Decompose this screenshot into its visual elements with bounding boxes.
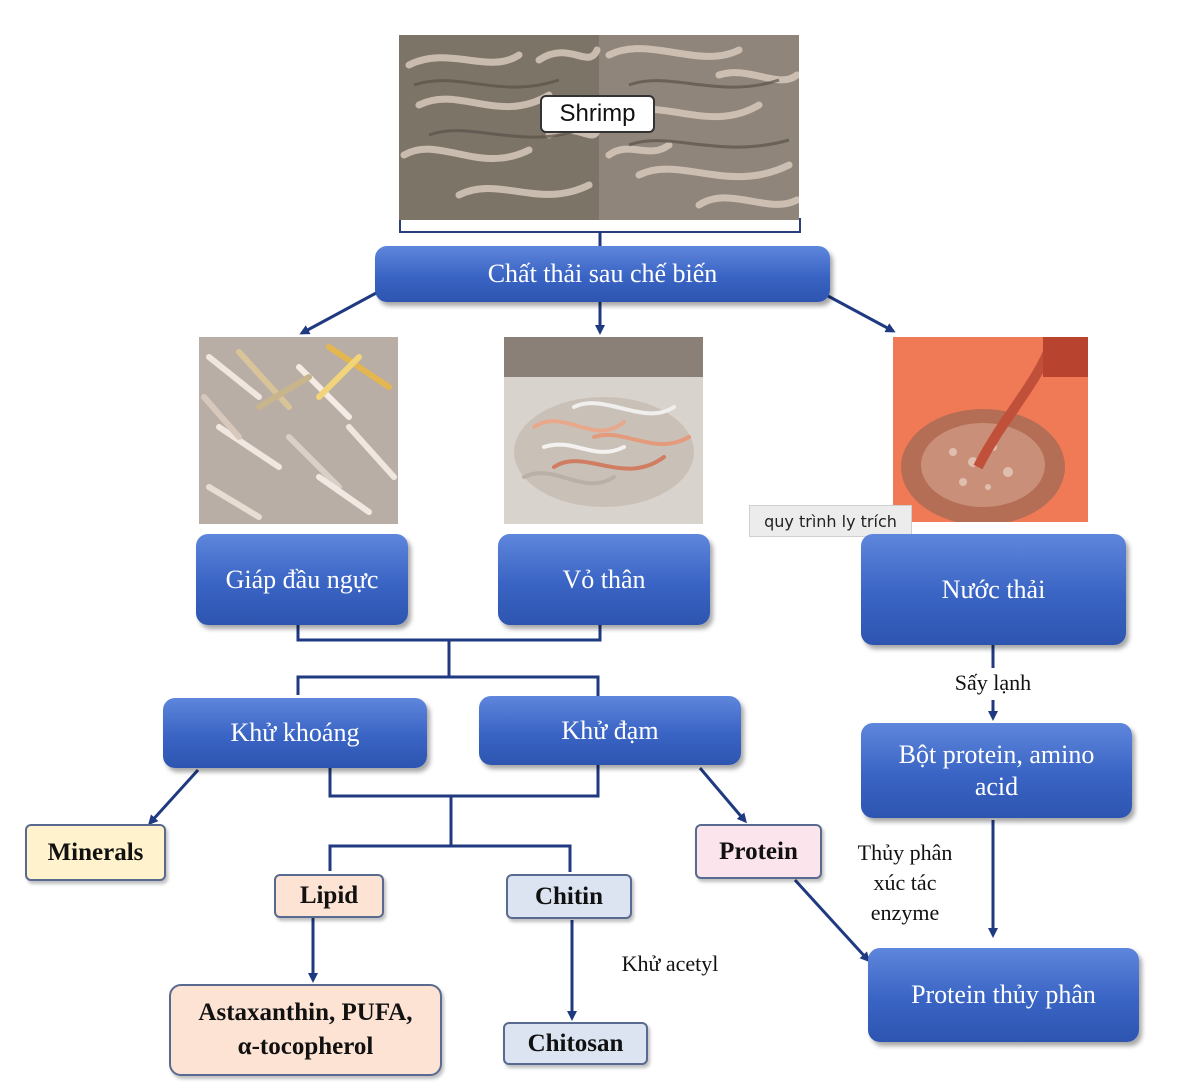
- hydrolysed-protein-box: Protein thủy phân: [868, 948, 1139, 1042]
- astaxanthin-box: Astaxanthin, PUFA, α-tocopherol: [169, 984, 442, 1076]
- lipid-box: Lipid: [274, 874, 384, 918]
- chitin-box: Chitin: [506, 874, 632, 919]
- hydrolysis-line-2: xúc tác: [873, 870, 937, 895]
- demineralization-box: Khử khoáng: [163, 698, 427, 768]
- lower-merge-bracket: [328, 765, 600, 798]
- wastewater-photo: [893, 337, 1088, 522]
- protein-powder-box: Bột protein, amino acid: [861, 723, 1132, 818]
- deproteinization-box: Khử đạm: [479, 696, 741, 765]
- hydrolysis-line-3: enzyme: [870, 900, 940, 925]
- shell-waste-photo: [504, 337, 703, 524]
- deacetylation-label: Khử acetyl: [621, 951, 719, 976]
- arrow-to-minerals: [147, 768, 200, 826]
- split-bracket: [296, 675, 600, 697]
- hydrolysis-line-1: Thủy phân: [857, 840, 953, 865]
- arrow-protein-hydrolysed: [793, 878, 871, 963]
- merge-bracket: [296, 625, 602, 642]
- protein-box: Protein: [695, 824, 822, 879]
- head-waste-photo: [199, 337, 398, 524]
- extraction-tooltip: quy trình ly trích: [749, 505, 912, 537]
- lower-split-bracket: [328, 844, 572, 872]
- astaxanthin-line-1: Astaxanthin, PUFA,: [198, 999, 413, 1026]
- arrow-waste-water: [827, 294, 896, 333]
- arrow-waste-head: [299, 290, 379, 335]
- minerals-box: Minerals: [25, 824, 166, 881]
- astaxanthin-line-2: α-tocopherol: [237, 1033, 374, 1060]
- cold-drying-label: Sấy lạnh: [954, 670, 1032, 695]
- shrimp-bracket: [399, 218, 801, 233]
- head-box: Giáp đầu ngực: [196, 534, 408, 625]
- chitosan-box: Chitosan: [503, 1022, 648, 1065]
- hydrolysis-label: Thủy phân xúc tác enzyme: [845, 838, 965, 928]
- protein-powder-line-2: acid: [974, 771, 1019, 801]
- protein-powder-line-1: Bột protein, amino: [898, 739, 1095, 769]
- wastewater-box: Nước thải: [861, 534, 1126, 645]
- waste-box: Chất thải sau chế biến: [375, 246, 830, 302]
- shrimp-label: Shrimp: [540, 95, 655, 133]
- arrow-to-protein: [698, 767, 747, 824]
- shell-box: Vỏ thân: [498, 534, 710, 625]
